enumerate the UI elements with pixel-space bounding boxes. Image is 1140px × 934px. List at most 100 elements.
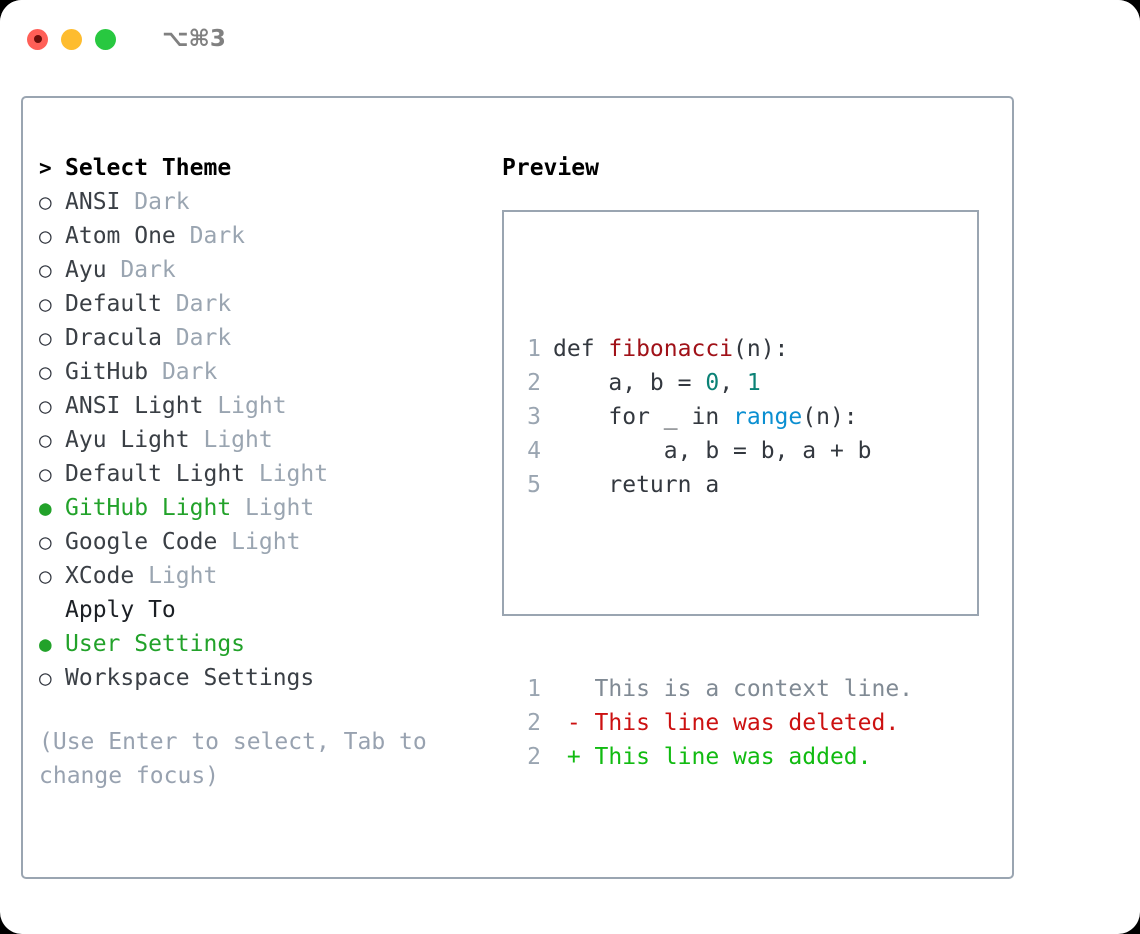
diff-sign: - — [553, 710, 595, 736]
diff-text: This is a context line. — [594, 676, 914, 702]
select-theme-title: Select Theme — [65, 155, 232, 181]
theme-name-label: ANSI Light — [65, 393, 204, 419]
theme-list-item[interactable]: ○ANSI Light Light — [39, 389, 479, 423]
theme-kind-label: Light — [217, 529, 301, 555]
code-token-plain: (n): — [802, 404, 858, 430]
theme-list-item[interactable]: ○ GitHub Dark — [39, 355, 479, 389]
theme-kind-label: Dark — [161, 325, 232, 351]
code-line: 1 def fibonacci(n): — [519, 332, 913, 366]
code-line-number: 4 — [527, 438, 541, 464]
code-line: 3 for _ in range(n): — [519, 400, 913, 434]
theme-list: ○ANSI Dark○Atom One Dark○Ayu Dark○Defaul… — [39, 185, 479, 593]
preview-title: Preview — [502, 155, 599, 181]
apply-to-label: Workspace Settings — [65, 665, 315, 691]
close-dot-icon — [33, 35, 42, 43]
code-token-plain: , — [719, 370, 747, 396]
radio-unselected-icon: ○ — [39, 326, 52, 350]
radio-unselected-icon: ○ — [39, 428, 52, 452]
diff-line-deleted: 2 - This line was deleted. — [519, 706, 913, 740]
radio-unselected-icon: ○ — [39, 292, 52, 316]
radio-unselected-icon: ○ — [39, 462, 52, 486]
main-card: > Select Theme ○ANSI Dark○Atom One Dark○… — [21, 96, 1014, 879]
diff-text: This line was deleted. — [594, 710, 900, 736]
code-token-call: range — [733, 404, 803, 430]
theme-name-label: XCode — [65, 563, 135, 589]
diff-sample: 1 This is a context line.2 - This line w… — [519, 672, 913, 774]
apply-to-label: User Settings — [65, 631, 246, 657]
code-line-number: 5 — [527, 472, 541, 498]
theme-list-item[interactable]: ○Ayu Dark — [39, 253, 479, 287]
keyboard-shortcut-label: ⌥⌘3 — [162, 26, 226, 52]
maximize-button-icon[interactable] — [95, 28, 116, 50]
keyboard-hint-text: (Use Enter to select, Tab to change focu… — [39, 729, 441, 789]
radio-unselected-icon: ○ — [39, 224, 52, 248]
theme-name-label: Ayu Light — [65, 427, 190, 453]
radio-unselected-icon: ○ — [39, 564, 52, 588]
theme-name-label: Default Light — [65, 461, 246, 487]
apply-to-header: ○ Apply To — [39, 593, 479, 627]
radio-unselected-icon: ○ — [39, 394, 52, 418]
theme-list-item[interactable]: ○ Default Light Light — [39, 457, 479, 491]
prompt-caret-icon: > — [39, 156, 52, 180]
theme-name-label: Default — [65, 291, 162, 317]
radio-unselected-icon: ○ — [39, 258, 52, 282]
theme-kind-label: Dark — [148, 359, 218, 385]
theme-list-item[interactable]: ○ Atom One Dark — [39, 219, 479, 253]
theme-name-label: Atom One — [65, 223, 176, 249]
apply-to-spacer-icon: ○ — [39, 593, 65, 627]
radio-unselected-icon: ○ — [39, 666, 52, 690]
code-line: 5 return a — [519, 468, 913, 502]
theme-list-item[interactable]: ○ Dracula Dark — [39, 321, 479, 355]
theme-name-label: Google Code — [65, 529, 218, 555]
title-bar: ⌥⌘3 — [0, 0, 1140, 78]
theme-list-item[interactable]: ○ANSI Dark — [39, 185, 479, 219]
radio-unselected-icon: ○ — [39, 360, 52, 384]
diff-text: This line was added. — [594, 744, 872, 770]
theme-list-item[interactable]: ○ Ayu Light Light — [39, 423, 479, 457]
theme-list-item[interactable]: ○Google Code Light — [39, 525, 479, 559]
radio-selected-icon: ● — [39, 496, 52, 520]
radio-selected-icon: ● — [39, 632, 52, 656]
diff-line-number: 1 — [527, 676, 541, 702]
code-line-number: 1 — [527, 336, 541, 362]
theme-name-label: GitHub — [65, 359, 149, 385]
diff-line-added: 2 + This line was added. — [519, 740, 913, 774]
code-token-plain: return a — [553, 472, 720, 498]
code-token-plain: a, b = b, a + b — [553, 438, 872, 464]
apply-to-list-item[interactable]: ● User Settings — [39, 627, 479, 661]
code-token-plain: for _ in — [553, 404, 734, 430]
theme-kind-label: Dark — [175, 223, 246, 249]
theme-name-label: Ayu — [65, 257, 107, 283]
code-line: 4 a, b = b, a + b — [519, 434, 913, 468]
code-line-number: 3 — [527, 404, 541, 430]
diff-line-number: 2 — [527, 744, 541, 770]
diff-line-context: 1 This is a context line. — [519, 672, 913, 706]
close-button-icon[interactable] — [27, 28, 48, 50]
theme-list-item[interactable]: ○Default Dark — [39, 287, 479, 321]
select-theme-header: > Select Theme — [39, 151, 479, 185]
traffic-lights — [27, 28, 116, 50]
code-token-plain: (n): — [733, 336, 789, 362]
theme-selector-panel: > Select Theme ○ANSI Dark○Atom One Dark○… — [39, 151, 479, 793]
apply-to-list: ● User Settings ○ Workspace Settings — [39, 627, 479, 695]
theme-name-label: Dracula — [65, 325, 162, 351]
theme-kind-label: Light — [245, 461, 329, 487]
code-token-fn: fibonacci — [608, 336, 734, 362]
theme-kind-label: Light — [189, 427, 273, 453]
code-token-kw: def — [553, 336, 609, 362]
code-token-num: 0 — [705, 370, 720, 396]
code-line: 2 a, b = 0, 1 — [519, 366, 913, 400]
radio-unselected-icon: ○ — [39, 190, 52, 214]
theme-list-item[interactable]: ●GitHub Light Light — [39, 491, 479, 525]
minimize-button-icon[interactable] — [61, 28, 82, 50]
diff-line-number: 2 — [527, 710, 541, 736]
code-token-num: 1 — [746, 370, 761, 396]
apply-to-list-item[interactable]: ○ Workspace Settings — [39, 661, 479, 695]
theme-list-item[interactable]: ○ XCode Light — [39, 559, 479, 593]
theme-kind-label: Light — [134, 563, 218, 589]
